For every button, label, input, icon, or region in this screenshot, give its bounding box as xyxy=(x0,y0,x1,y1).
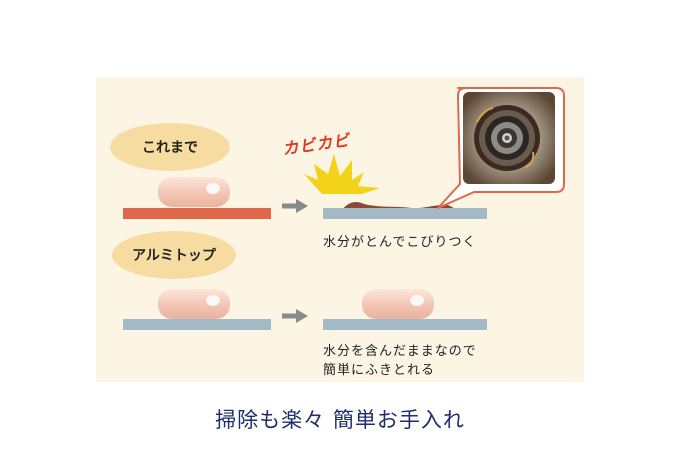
description-after-line2: 簡単にふきとれる xyxy=(323,363,436,378)
droplet-shine xyxy=(206,183,220,194)
plate-before xyxy=(123,208,271,219)
plate-after-result xyxy=(323,319,487,330)
burner-photo-icon xyxy=(463,92,555,184)
right-arrow-icon xyxy=(282,309,308,323)
label-before: これまで xyxy=(110,123,230,171)
water-droplet-before xyxy=(158,177,230,207)
spike-burst-icon xyxy=(304,154,380,194)
footer-caption: 掃除も楽々 簡単お手入れ xyxy=(215,408,465,432)
plate-before-result xyxy=(323,208,487,219)
water-droplet-after xyxy=(158,289,230,319)
water-droplet-after-result xyxy=(362,289,434,319)
label-after: アルミトップ xyxy=(112,231,236,279)
droplet-shine xyxy=(410,295,424,306)
right-arrow-icon xyxy=(282,199,308,213)
droplet-shine xyxy=(206,295,220,306)
description-before: 水分がとんでこびりつく xyxy=(323,235,477,250)
plate-after xyxy=(123,319,271,330)
description-after-line1: 水分を含んだままなので xyxy=(323,344,477,359)
